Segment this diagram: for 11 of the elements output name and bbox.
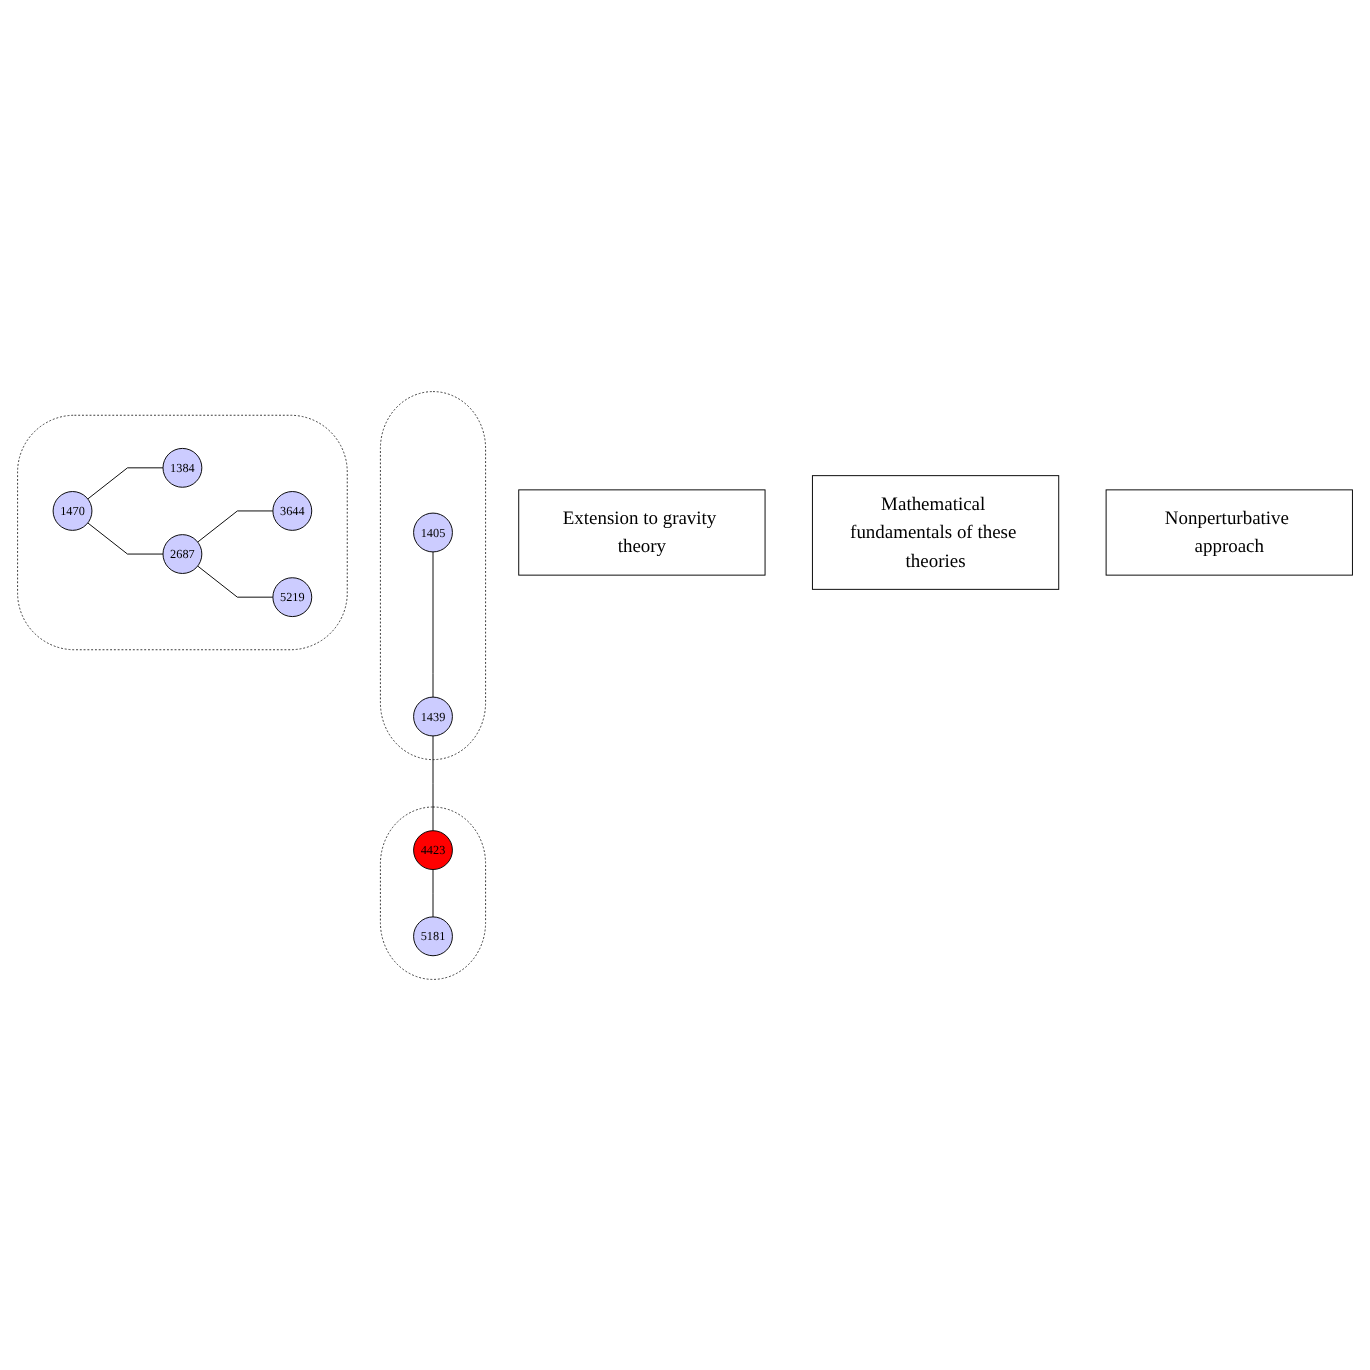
node-box: Extension to gravity theory (518, 488, 766, 576)
node-box: Mathematical fundamentals of these theories (811, 474, 1060, 590)
connector (432, 734, 434, 831)
connector (197, 509, 274, 543)
connector (432, 868, 434, 917)
connector (197, 565, 274, 598)
connector (87, 466, 164, 499)
connector (432, 550, 434, 698)
connector (87, 521, 164, 555)
node-box: Nonperturbative approach (1105, 488, 1353, 576)
cluster (17, 414, 348, 650)
